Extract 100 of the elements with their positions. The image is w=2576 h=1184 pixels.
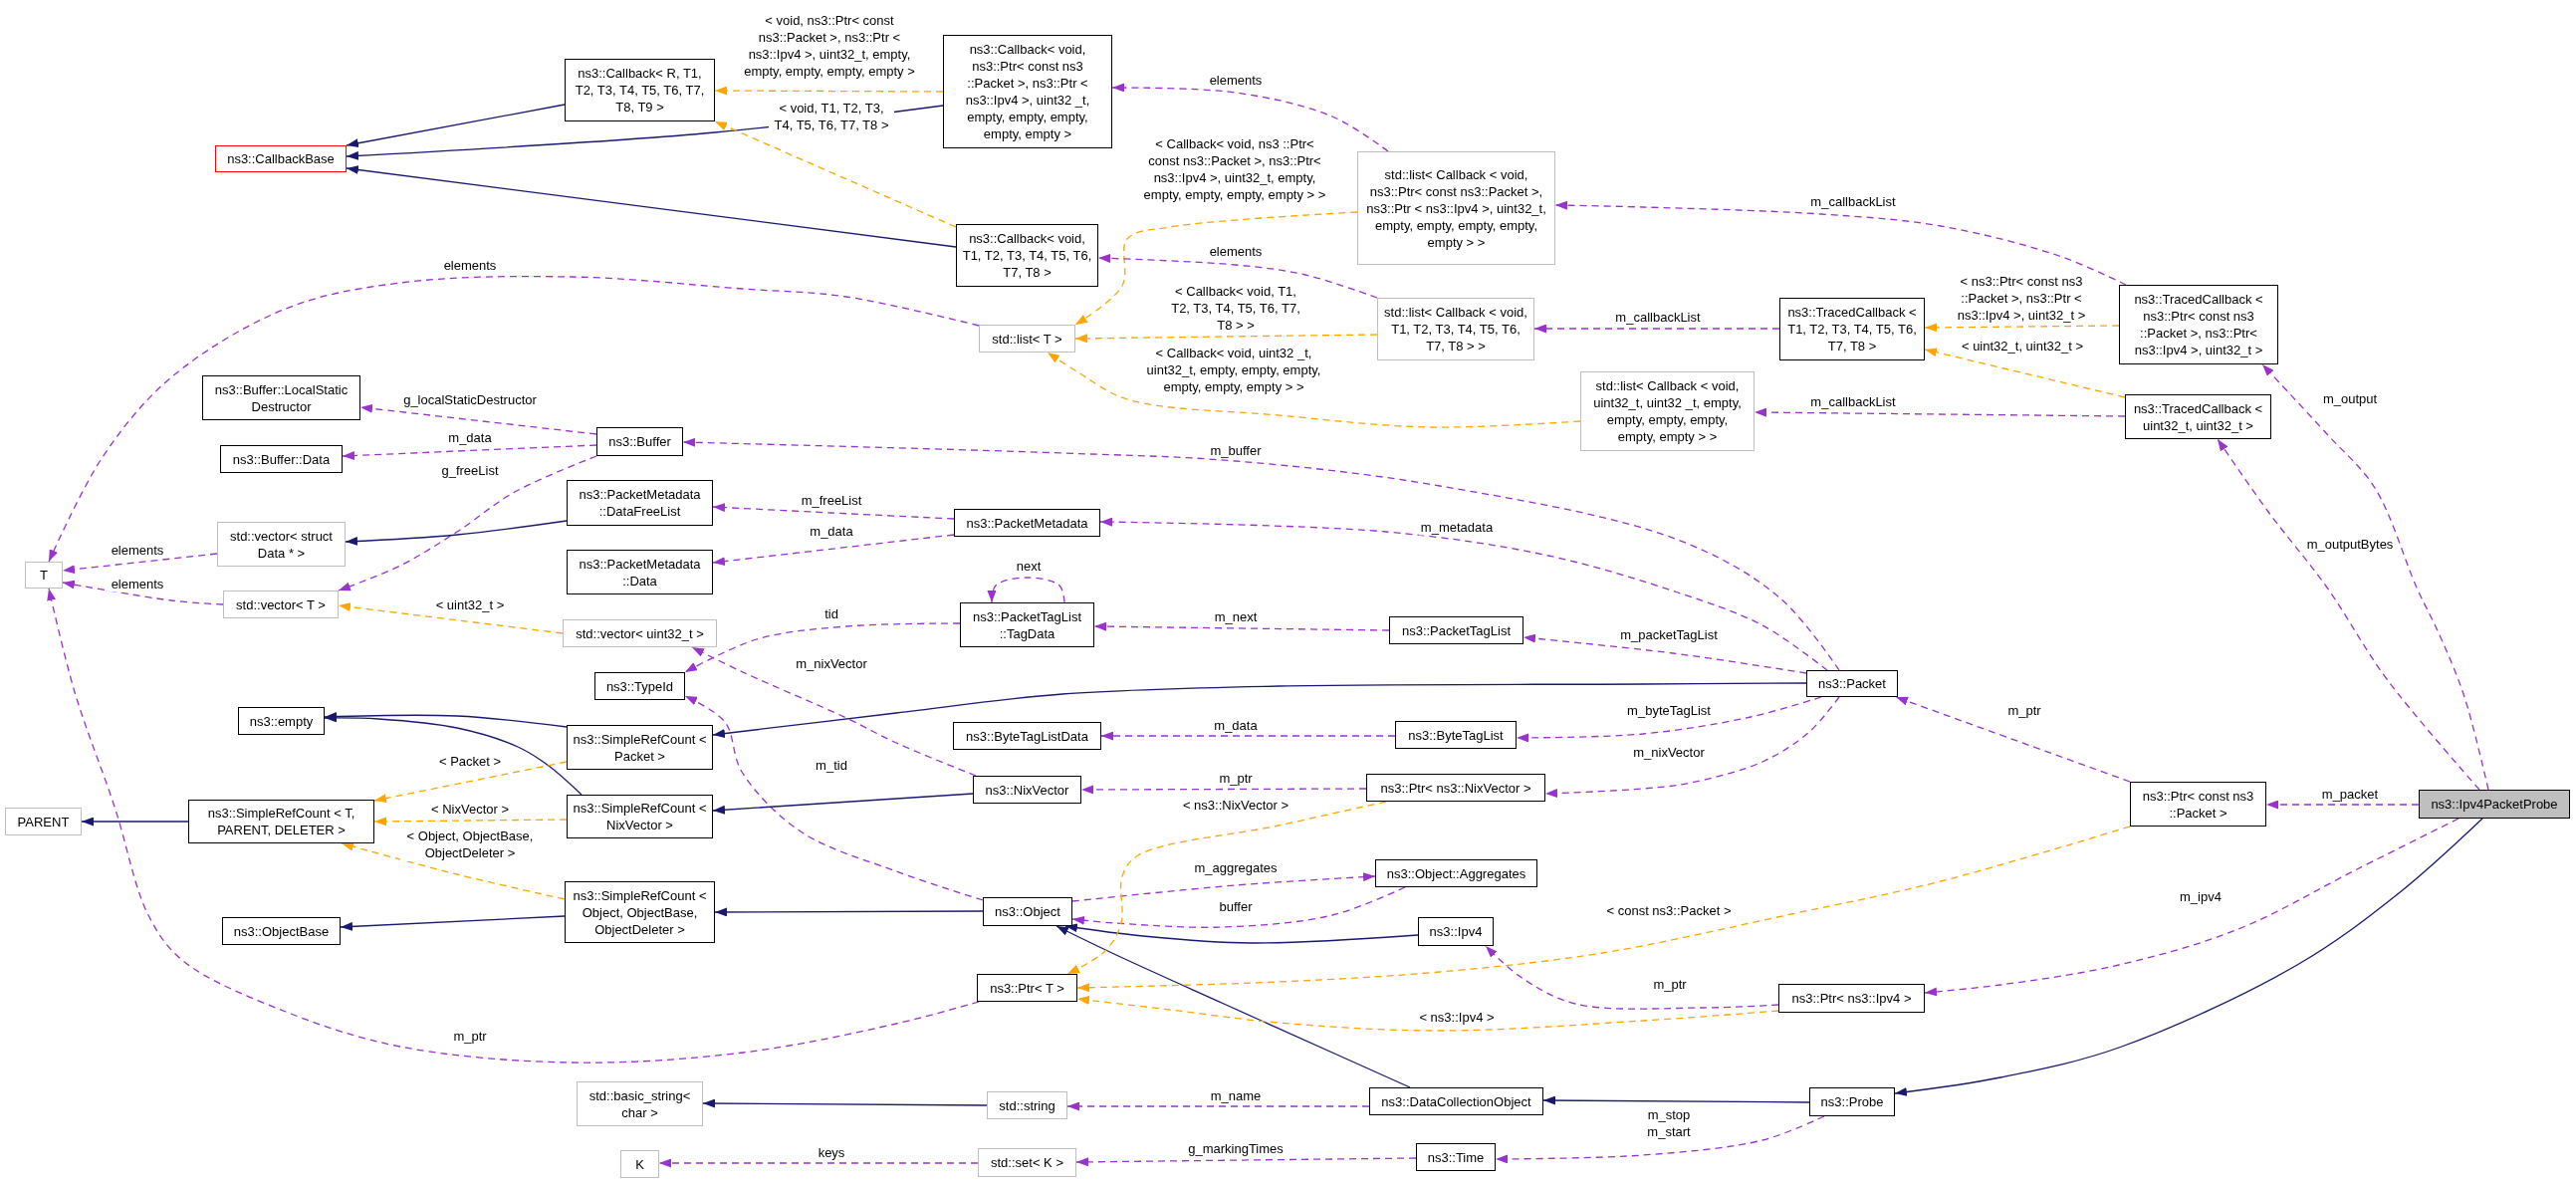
class-box xyxy=(1418,917,1494,946)
class-box xyxy=(5,808,82,835)
class-name: K xyxy=(635,1155,644,1173)
class-name: ns3::Callback< R, T1, T2, T3, T4, T5, T6, T7, T8, T9 > xyxy=(574,65,706,116)
class-box xyxy=(596,427,683,456)
class-name: ns3::Probe xyxy=(1820,1093,1884,1110)
class-name: ns3::empty xyxy=(249,712,314,730)
class-name: ns3::ByteTagListData xyxy=(966,727,1088,745)
class-box xyxy=(202,375,360,420)
dashed-arrow xyxy=(48,275,980,563)
dashed-arrow xyxy=(338,601,564,634)
dashed-arrow xyxy=(1093,621,1390,631)
class-name: ns3::SimpleRefCount < Object, ObjectBase, ObjectDeleter > xyxy=(572,886,708,938)
class-name: PARENT xyxy=(17,813,70,830)
dashed-arrow xyxy=(1100,731,1396,741)
class-box xyxy=(1416,1143,1496,1171)
dashed-arrow xyxy=(1047,352,1581,428)
highlighted-class-box xyxy=(2419,790,2570,819)
class-box xyxy=(1809,1087,1895,1116)
dashed-arrow xyxy=(373,817,568,827)
dashed-arrow xyxy=(359,403,597,435)
class-name: std::list< Callback < void, T1, T2, T3, T4, T5, T6, T7, T8 > > xyxy=(1383,304,1528,355)
class-box xyxy=(567,725,713,770)
dashed-arrow xyxy=(342,444,597,461)
class-box xyxy=(565,59,715,121)
class-name: std::list< Callback < void, uint32_t, uint32 _t, empty, empty, empty, empty, empty, empty > > xyxy=(1592,377,1743,445)
class-name: ns3::Ptr< ns3::Ipv4 > xyxy=(1791,990,1912,1007)
class-name: ns3::CallbackBase xyxy=(227,150,335,167)
arrow xyxy=(346,104,566,148)
dashed-arrow xyxy=(62,580,224,605)
dashed-arrow xyxy=(62,553,218,575)
class-name: T xyxy=(40,567,48,584)
dashed-arrow xyxy=(1075,1157,1417,1167)
class-name: ns3::Ipv4PacketProbe xyxy=(2431,796,2558,813)
dashed-arrow xyxy=(1111,83,1389,152)
dashed-arrow xyxy=(714,120,957,228)
class-name: ns3::NixVector xyxy=(985,781,1069,799)
arrow xyxy=(1894,818,2483,1097)
dashed-arrow xyxy=(691,646,977,777)
dashed-arrow xyxy=(1516,696,1822,743)
class-name: ns3::PacketTagList ::TagData xyxy=(971,607,1083,642)
class-box xyxy=(188,800,374,843)
class-box xyxy=(1389,616,1523,644)
class-box xyxy=(563,619,717,647)
dashed-arrow xyxy=(714,86,944,96)
dashed-arrow xyxy=(1066,801,1387,975)
class-box xyxy=(620,1150,659,1178)
class-box xyxy=(1779,298,1925,360)
class-name: std::string xyxy=(999,1096,1055,1114)
class-name: std::basic_string< char > xyxy=(587,1086,692,1121)
class-name: ns3::Packet xyxy=(1818,675,1886,692)
class-box xyxy=(987,1091,1067,1119)
dashed-arrow xyxy=(1924,347,2126,398)
dashed-arrow xyxy=(46,588,980,1064)
class-box xyxy=(567,795,713,838)
dashed-arrow xyxy=(1071,872,1376,902)
class-name: ns3::Ptr< const ns3 ::Packet > xyxy=(2141,787,2255,822)
class-name: ns3::Callback< void, T1, T2, T3, T4, T5, T6, T7, T8 > xyxy=(962,230,1092,281)
class-name: ns3::Object::Aggregates xyxy=(1386,864,1526,882)
dashed-arrow xyxy=(682,437,1840,671)
class-box xyxy=(954,509,1100,537)
class-box xyxy=(977,974,1077,1002)
dashed-arrow xyxy=(1554,200,2127,286)
class-name: ns3::Ptr< T > xyxy=(990,979,1064,997)
class-name: ns3::TracedCallback < uint32_t, uint32_t > xyxy=(2132,399,2264,434)
class-box xyxy=(960,602,1094,647)
class-box xyxy=(238,707,325,735)
arrow xyxy=(340,915,566,932)
class-box xyxy=(220,445,343,473)
class-box xyxy=(1778,984,1925,1013)
class-name: ns3::SimpleRefCount < Packet > xyxy=(573,730,707,765)
dashed-arrow xyxy=(1485,945,1779,1010)
class-box xyxy=(983,897,1072,926)
class-name: ns3::TracedCallback < T1, T2, T3, T4, T5, T6, T7, T8 > xyxy=(1786,304,1918,355)
dashed-arrow xyxy=(2217,438,2480,791)
class-box xyxy=(978,1148,1076,1177)
dashed-arrow xyxy=(1544,696,1840,799)
class-name: ns3::SimpleRefCount < T, PARENT, DELETER > xyxy=(206,805,356,838)
dashed-arrow xyxy=(1522,633,1807,674)
class-name: std::vector< T > xyxy=(236,595,326,613)
dashed-arrow xyxy=(987,577,1065,603)
dashed-arrow xyxy=(2261,363,2489,791)
class-name: std::list< Callback < void, ns3::Ptr< const ns3::Packet >, ns3::Ptr < ns3::Ipv4 >, uint32_t, empty, empty, empty, empty, empty > > xyxy=(1365,165,1547,251)
class-name: ns3::Callback< void, ns3::Ptr< const ns3 ::Packet >, ns3::Ptr < ns3::Ipv4 >, uint32 _t, empty, empty, empty, empty, empty > xyxy=(964,41,1091,142)
class-box xyxy=(567,480,713,526)
dashed-arrow xyxy=(658,1158,979,1168)
arrow xyxy=(345,520,568,547)
arrow xyxy=(81,817,189,827)
dashed-arrow xyxy=(1080,785,1367,795)
class-box xyxy=(943,35,1112,148)
class-box xyxy=(1375,859,1537,887)
dashed-arrow xyxy=(1754,407,2126,417)
class-box xyxy=(979,325,1075,353)
class-box xyxy=(565,881,715,943)
dashed-arrow xyxy=(1097,253,1378,299)
class-name: ns3::SimpleRefCount < NixVector > xyxy=(573,800,707,833)
class-box xyxy=(1357,151,1555,265)
dashed-arrow xyxy=(1924,323,2120,333)
dashed-arrow xyxy=(1099,517,1828,671)
dashed-arrow xyxy=(1076,826,2131,993)
